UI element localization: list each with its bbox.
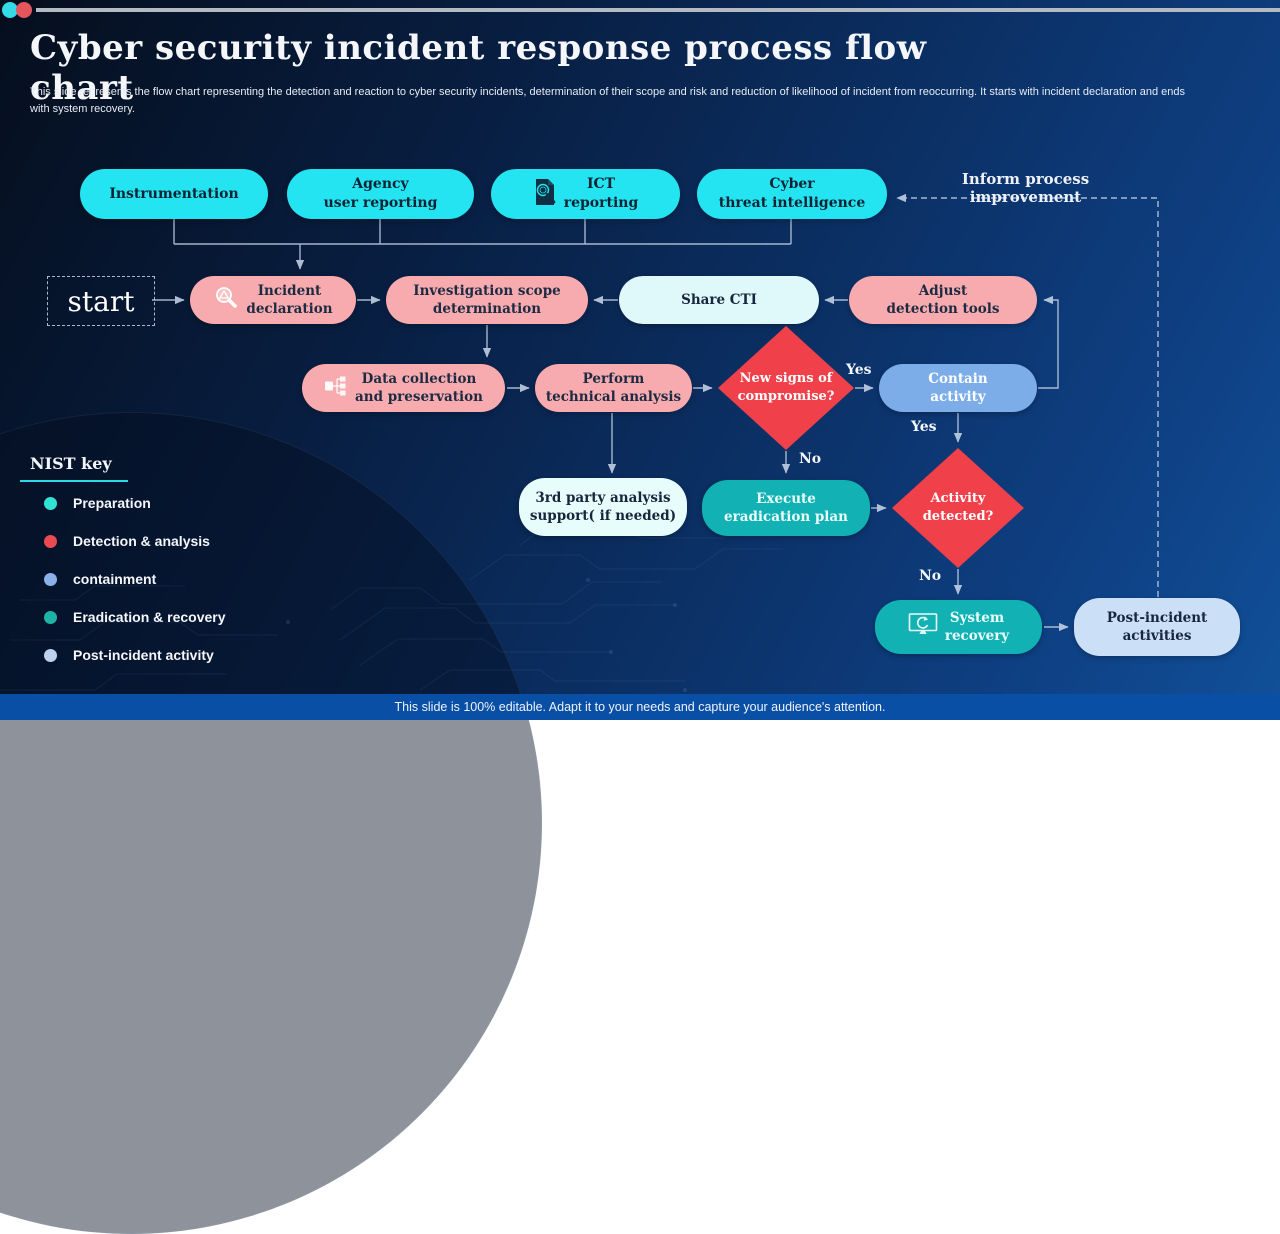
flow-node-agency-user-reporting: Agency user reporting bbox=[287, 169, 474, 219]
monitor-refresh-icon bbox=[908, 612, 938, 643]
footer-note: This slide is 100% editable. Adapt it to… bbox=[394, 700, 886, 714]
flow-node-ict-reporting: ICT reporting bbox=[491, 169, 680, 219]
magnifier-alert-icon bbox=[213, 285, 239, 316]
document-search-icon bbox=[533, 178, 557, 211]
flow-node-third-party-analysis-support: 3rd party analysis support( if needed) bbox=[519, 478, 687, 536]
branch-label-yes: Yes bbox=[911, 419, 937, 435]
node-label: start bbox=[67, 284, 135, 318]
flow-node-execute-eradication-plan: Execute eradication plan bbox=[702, 480, 870, 536]
node-label: Instrumentation bbox=[109, 185, 239, 202]
legend-item-containment: containment bbox=[30, 571, 226, 587]
page-title: Cyber security incident response process… bbox=[30, 28, 927, 108]
flow-node-adjust-detection-tools: Adjust detection tools bbox=[849, 276, 1037, 324]
slide-description: This slide represents the flow chart rep… bbox=[30, 86, 1186, 116]
node-label: Post-incident activities bbox=[1106, 609, 1208, 644]
legend-label: Post-incident activity bbox=[73, 647, 214, 663]
legend-label: Detection & analysis bbox=[73, 533, 210, 549]
node-label: Cyber threat intelligence bbox=[718, 176, 866, 211]
node-label: Incident declaration bbox=[246, 282, 333, 317]
sitemap-icon bbox=[324, 374, 348, 403]
flow-node-post-incident-activities: Post-incident activities bbox=[1074, 598, 1240, 656]
slide-accent-dot-red bbox=[16, 2, 32, 18]
legend-dot bbox=[44, 610, 57, 624]
flow-node-instrumentation: Instrumentation bbox=[80, 169, 268, 219]
node-label: Execute eradication plan bbox=[724, 490, 848, 525]
flow-node-cyber-threat-intelligence: Cyber threat intelligence bbox=[697, 169, 887, 219]
flow-node-data-collection-preservation: Data collection and preservation bbox=[302, 364, 505, 412]
flow-node-share-cti: Share CTI bbox=[619, 276, 819, 324]
node-label: Activity detected? bbox=[922, 491, 994, 524]
flow-node-perform-technical-analysis: Perform technical analysis bbox=[535, 364, 692, 412]
node-label: 3rd party analysis support( if needed) bbox=[529, 489, 677, 524]
slide-accent-dot-cyan bbox=[2, 2, 18, 18]
node-label: Perform technical analysis bbox=[545, 370, 682, 405]
legend-dot bbox=[44, 496, 57, 510]
node-label: Investigation scope determination bbox=[413, 282, 561, 317]
flow-node-incident-declaration: Incident declaration bbox=[190, 276, 356, 324]
legend-item-preparation: Preparation bbox=[30, 495, 226, 511]
node-label: Share CTI bbox=[681, 291, 757, 308]
flow-node-contain-activity: Contain activity bbox=[879, 364, 1037, 412]
branch-label-no: No bbox=[919, 568, 942, 584]
branch-label-no: No bbox=[799, 451, 822, 467]
legend-item-eradication-recovery: Eradication & recovery bbox=[30, 609, 226, 625]
node-label: ICT reporting bbox=[563, 176, 639, 211]
nist-key-legend: NIST key Preparation Detection & analysi… bbox=[20, 454, 226, 685]
flow-node-system-recovery: System recovery bbox=[875, 600, 1042, 654]
node-label: System recovery bbox=[944, 609, 1010, 644]
legend-label: Eradication & recovery bbox=[73, 609, 226, 625]
footer-bar: This slide is 100% editable. Adapt it to… bbox=[0, 694, 1280, 720]
legend-item-post-incident-activity: Post-incident activity bbox=[30, 647, 226, 663]
node-label: Data collection and preservation bbox=[355, 370, 483, 405]
node-label: Contain activity bbox=[928, 370, 988, 405]
inform-process-improvement-label: Inform process improvement bbox=[961, 170, 1090, 206]
branch-label-yes: Yes bbox=[846, 362, 872, 378]
legend-dot bbox=[44, 534, 57, 548]
legend-underline bbox=[20, 480, 128, 482]
legend-title: NIST key bbox=[30, 454, 112, 473]
legend-dot bbox=[44, 572, 57, 586]
flow-node-investigation-scope-determination: Investigation scope determination bbox=[386, 276, 588, 324]
node-label: New signs of compromise? bbox=[737, 371, 835, 404]
legend-item-detection-analysis: Detection & analysis bbox=[30, 533, 226, 549]
node-label: Agency user reporting bbox=[323, 176, 438, 211]
legend-dot bbox=[44, 648, 57, 662]
legend-label: containment bbox=[73, 571, 157, 587]
node-label: Adjust detection tools bbox=[886, 282, 1000, 317]
flow-connectors bbox=[152, 193, 1159, 632]
legend-label: Preparation bbox=[73, 495, 151, 511]
flow-node-start: start bbox=[47, 276, 155, 326]
top-divider-bar bbox=[36, 8, 1280, 12]
